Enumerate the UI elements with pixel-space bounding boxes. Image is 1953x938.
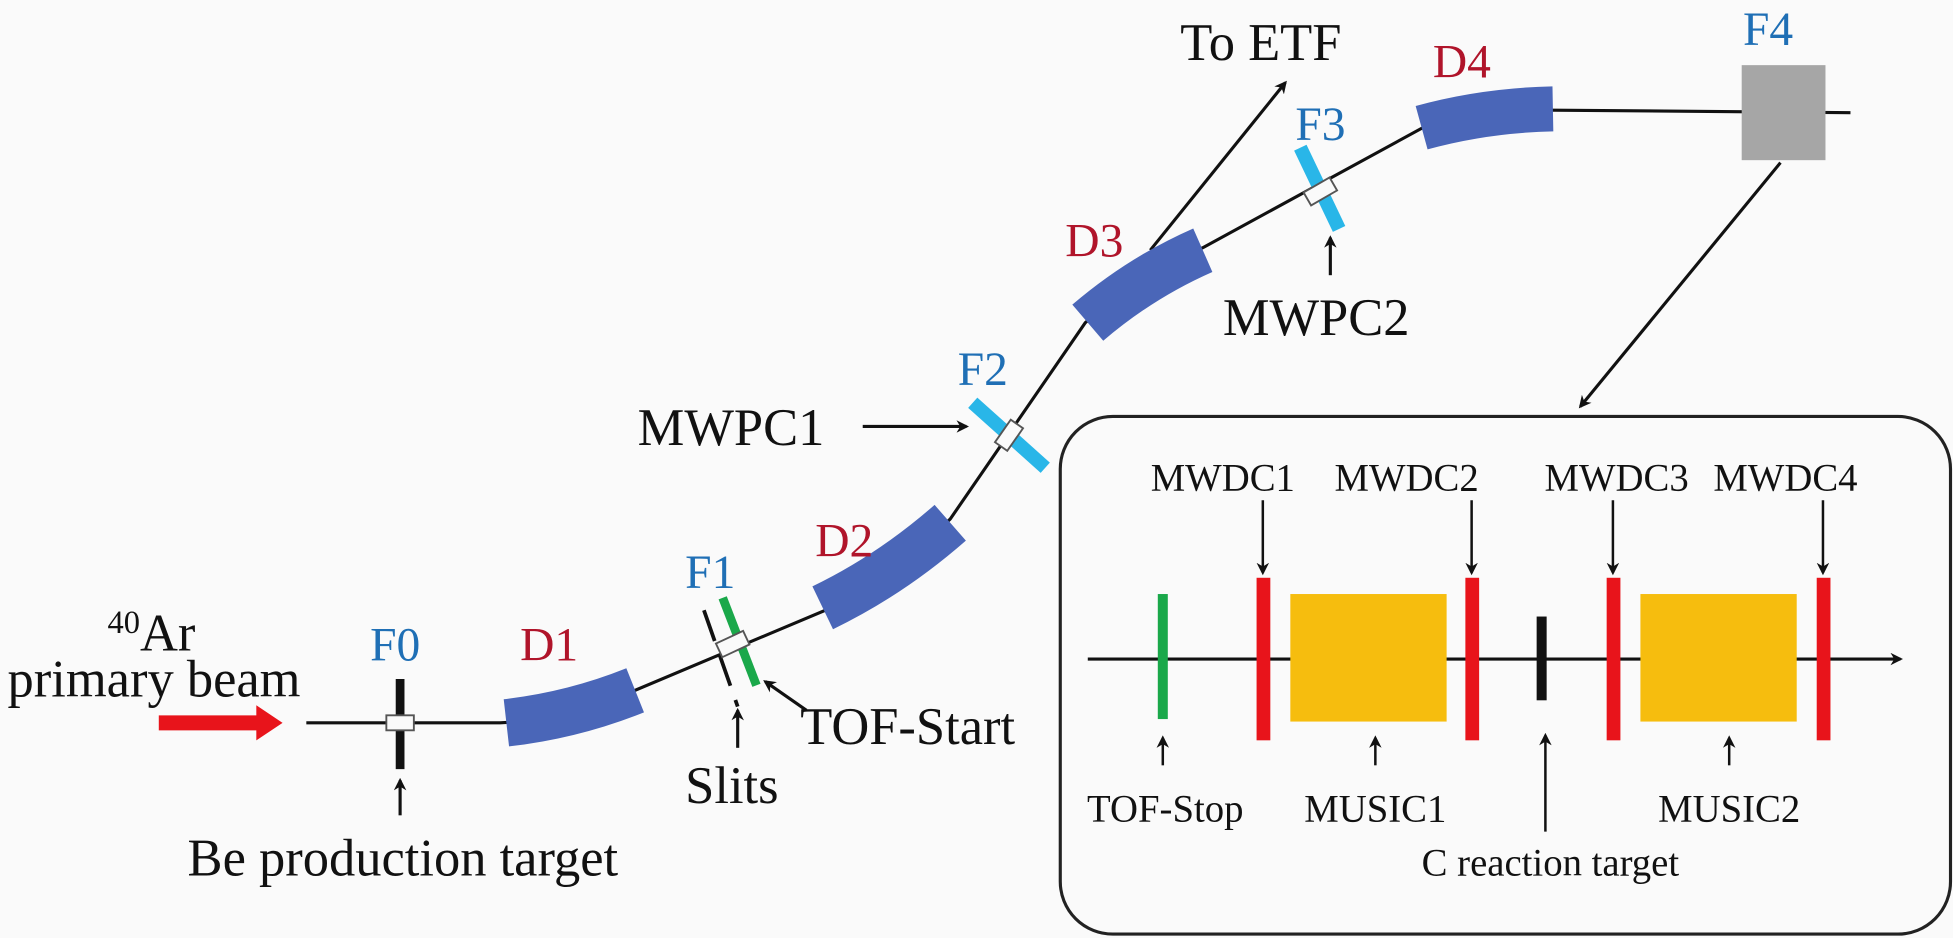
music2-chamber (1640, 594, 1797, 722)
f4-box (1741, 65, 1826, 161)
music2-label: MUSIC2 (1658, 788, 1800, 831)
mwdc3-detector (1606, 577, 1621, 741)
be-target-label: Be production target (188, 829, 619, 887)
dipole-d3 (1072, 228, 1213, 341)
mwdc3-label: MWDC3 (1545, 456, 1689, 499)
mwdc4-label: MWDC4 (1713, 456, 1857, 499)
mwdc4-detector (1816, 577, 1831, 741)
f4-label: F4 (1743, 4, 1793, 56)
d4-label: D4 (1433, 37, 1491, 89)
beam-label: 40Ar (108, 604, 196, 662)
f0-detector-box (385, 714, 415, 732)
to-etf-branch (1149, 80, 1287, 252)
detector-setup-inset: MWDC1 MWDC2 MWDC3 MWDC4 TOF-Stop MUSIC1 … (1058, 414, 1953, 936)
primary-beam-arrow (158, 705, 283, 741)
to-etf-label: To ETF (1180, 14, 1341, 72)
tof-start-label: TOF-Start (800, 698, 1015, 756)
slits-label: Slits (685, 757, 778, 815)
mwpc2-label: MWPC2 (1223, 289, 1410, 347)
c-target-label: C reaction target (1422, 841, 1680, 884)
f3-detector-box (1302, 176, 1339, 207)
mwpc1-label: MWPC1 (638, 399, 825, 457)
music1-label: MUSIC1 (1304, 788, 1446, 831)
slits (702, 609, 740, 708)
mwdc2-detector (1465, 577, 1480, 741)
d1-label: D1 (520, 619, 578, 671)
d2-label: D2 (815, 516, 873, 568)
mwdc1-label: MWDC1 (1151, 456, 1295, 499)
d3-label: D3 (1065, 215, 1123, 267)
f2-label: F2 (958, 344, 1008, 396)
inset-frame (1058, 414, 1953, 936)
f4-to-inset-arrow (1578, 161, 1782, 409)
dipole-d2 (812, 504, 966, 630)
f2-detector-box (993, 418, 1025, 453)
dipole-d1 (503, 668, 644, 747)
c-reaction-target (1536, 616, 1547, 701)
beam-label-line2: primary beam (8, 651, 301, 709)
music1-chamber (1290, 594, 1447, 722)
mwdc1-detector (1256, 577, 1271, 741)
tof-stop-label: TOF-Stop (1087, 788, 1243, 831)
f0-label: F0 (370, 619, 420, 671)
tof-stop-detector (1157, 594, 1168, 720)
mwdc2-label: MWDC2 (1334, 456, 1478, 499)
f1-detector-box (714, 629, 751, 659)
f3-label: F3 (1295, 99, 1345, 151)
f1-label: F1 (685, 547, 735, 599)
dipole-d4 (1415, 86, 1554, 150)
tof-start-pointer (763, 680, 808, 712)
